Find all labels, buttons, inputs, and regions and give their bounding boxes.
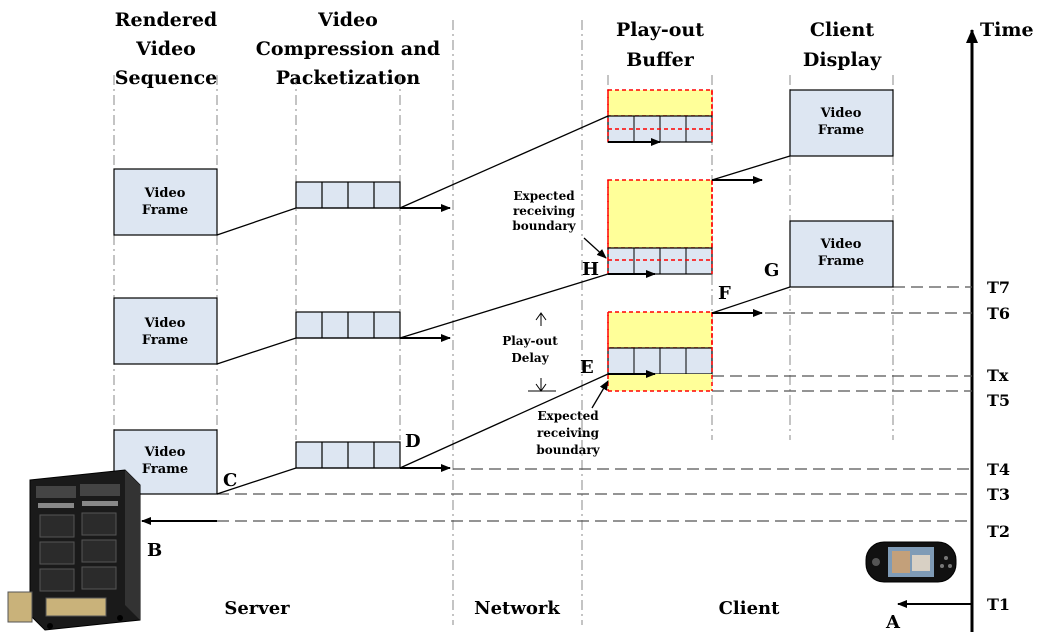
svg-text:Video: Video: [820, 106, 862, 121]
display-frame-top: Video Frame: [789, 89, 894, 157]
playout-buffer-bottom: [607, 311, 713, 392]
svg-text:boundary: boundary: [536, 443, 600, 457]
svg-text:Video: Video: [820, 237, 862, 252]
svg-text:Frame: Frame: [142, 333, 188, 348]
point-g: G: [764, 260, 779, 281]
column-title-display: Client Display: [803, 19, 882, 71]
playout-buffer-top: [607, 89, 713, 143]
time-label-t6: T6: [987, 304, 1010, 323]
point-f: F: [718, 283, 731, 304]
time-label-t1: T1: [987, 595, 1010, 614]
time-axis: Time: [966, 19, 1034, 632]
time-lines: [217, 286, 972, 522]
packet-group-middle: [295, 311, 401, 339]
svg-text:Frame: Frame: [142, 462, 188, 477]
time-label-t4: T4: [987, 460, 1010, 479]
point-a: A: [885, 612, 901, 632]
title-line: Video: [317, 9, 378, 31]
svg-text:Video: Video: [144, 316, 186, 331]
title-line: Rendered: [115, 9, 217, 31]
time-label-t7: T7: [987, 278, 1010, 297]
time-labels: T7 T6 Tx T5 T4 T3 T2 T1: [987, 278, 1010, 614]
title-line: Packetization: [276, 67, 421, 89]
playout-buffer-middle: [607, 179, 713, 275]
time-label-tx: Tx: [987, 366, 1009, 385]
handheld-console-icon: [865, 541, 957, 583]
title-line: Client: [810, 19, 874, 41]
svg-text:boundary: boundary: [512, 219, 576, 233]
title-line: Play-out: [616, 19, 704, 41]
point-b: B: [147, 540, 162, 561]
column-title-compression: Video Compression and Packetization: [256, 9, 440, 89]
svg-text:receiving: receiving: [513, 204, 576, 218]
title-line: Video: [135, 38, 196, 60]
column-title-buffer: Play-out Buffer: [616, 19, 704, 71]
svg-text:Delay: Delay: [511, 351, 549, 365]
annotation-playout-delay: Play-out Delay: [502, 334, 558, 365]
title-line: Buffer: [626, 49, 695, 71]
annotation-expected-bottom: Expected receiving boundary: [536, 409, 600, 457]
time-label-t3: T3: [987, 485, 1010, 504]
title-line: Compression and: [256, 38, 440, 60]
svg-text:Play-out: Play-out: [502, 334, 558, 348]
point-e: E: [580, 357, 594, 378]
point-h: H: [582, 259, 599, 280]
title-line: Display: [803, 49, 882, 71]
title-line: Sequence: [115, 67, 217, 89]
point-c: C: [223, 470, 237, 491]
svg-text:Video: Video: [144, 445, 186, 460]
svg-text:Frame: Frame: [818, 254, 864, 269]
column-guides: [113, 20, 894, 625]
server-rack-icon: [7, 469, 141, 631]
svg-text:Expected: Expected: [513, 189, 575, 203]
column-title-rendered: Rendered Video Sequence: [115, 9, 217, 89]
svg-text:Video: Video: [144, 186, 186, 201]
svg-text:Frame: Frame: [142, 203, 188, 218]
region-labels: Server Network Client: [224, 598, 780, 619]
display-frame-bottom: Video Frame: [789, 220, 894, 288]
svg-text:receiving: receiving: [537, 426, 600, 440]
time-label-t5: T5: [987, 391, 1010, 410]
rendered-frame-top: Video Frame: [113, 168, 218, 236]
point-letters: B C D E F G H A: [147, 259, 901, 633]
annotation-expected-top: Expected receiving boundary: [512, 189, 576, 233]
flow-lines: [141, 115, 972, 608]
region-client: Client: [719, 598, 781, 619]
svg-text:Frame: Frame: [818, 123, 864, 138]
rendered-frame-middle: Video Frame: [113, 297, 218, 365]
packet-group-top: [295, 181, 401, 209]
point-d: D: [405, 431, 421, 452]
region-network: Network: [474, 598, 560, 619]
time-label-t2: T2: [987, 522, 1010, 541]
packet-group-bottom: [295, 441, 401, 469]
svg-text:Expected: Expected: [537, 409, 599, 423]
time-axis-label: Time: [980, 19, 1034, 41]
region-server: Server: [224, 598, 290, 619]
